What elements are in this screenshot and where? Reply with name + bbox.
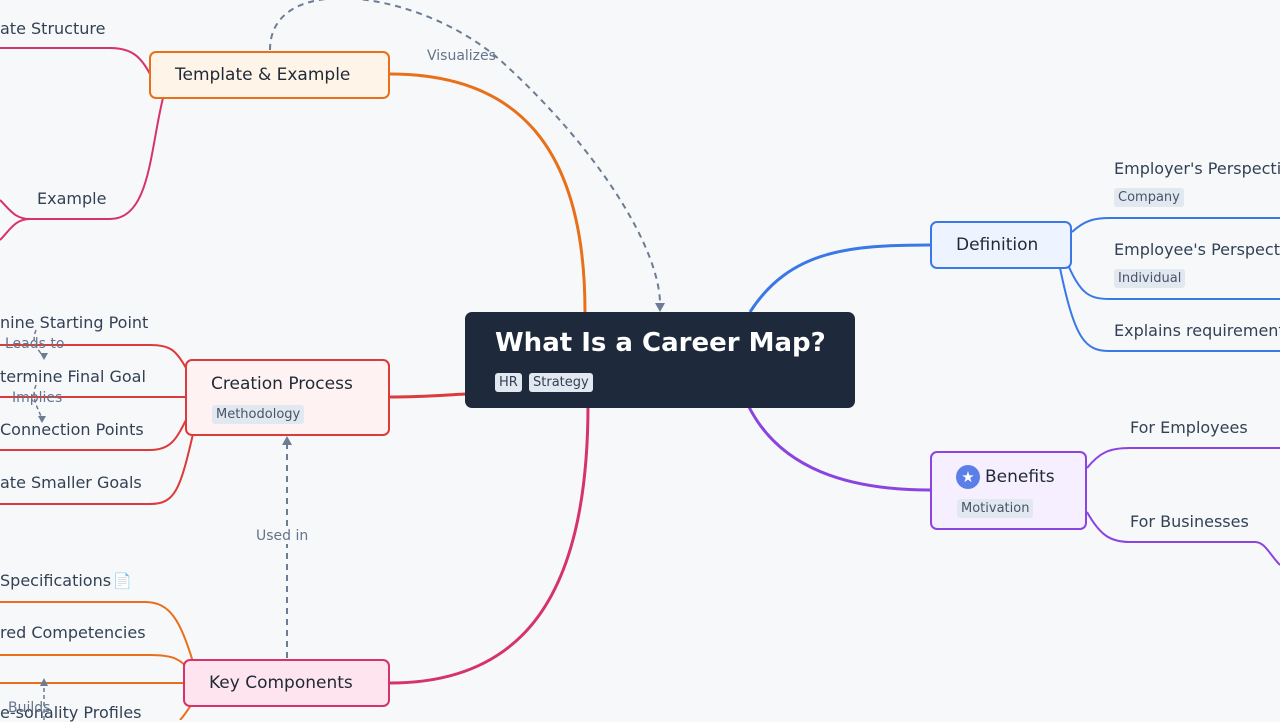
leaf-specifications[interactable]: Specifications📄 [0,571,132,590]
edge-label-used-in: Used in [256,528,309,544]
arrowhead-visualizes [655,303,665,312]
leaf-employer-perspective[interactable]: Employer's Perspecti [1114,159,1280,178]
node-creation-process[interactable]: Creation Process Methodology [185,359,390,436]
tag-motivation: Motivation [957,499,1034,518]
edge-definition-bottom [1059,267,1280,352]
edge-label-implies: Implies [12,390,63,406]
edge-root-definition [748,243,931,313]
tag-hr: HR [495,373,522,392]
edge-creation-start [0,344,187,369]
edge-root-template [389,72,587,313]
leaf-for-employees[interactable]: For Employees [1130,418,1248,437]
leaf-profiles[interactable]: e-sonality Profiles [0,703,142,722]
edge-template-example [0,97,164,241]
edge-creation-smaller [0,433,194,505]
edge-label-builds: Builds [8,700,51,716]
node-key-components[interactable]: Key Components [183,659,390,707]
root-node[interactable]: What Is a Career Map? HR Strategy [465,312,855,408]
arrowhead-implies [38,416,46,423]
node-components-title: Key Components [209,673,353,693]
edge-root-benefits [746,404,931,492]
edge-components-comp [0,654,191,671]
node-template-title: Template & Example [175,65,351,85]
node-definition-title: Definition [956,235,1039,255]
edge-definition-mid [1065,259,1280,300]
edge-label-visualizes: Visualizes [427,48,496,64]
edge-implies [33,384,43,421]
edge-benefits-businesses [1086,511,1280,566]
leaf-employee-perspective[interactable]: Employee's Perspect [1114,240,1280,259]
leaf-competencies[interactable]: red Competencies [0,623,146,642]
edge-definition-top [1071,217,1280,233]
node-definition[interactable]: Definition [930,221,1072,269]
edge-components-specs [0,601,194,663]
edge-benefits-employees [1086,447,1280,469]
star-icon: ★ [956,465,980,489]
leaf-requirements[interactable]: Explains requirement [1114,321,1280,340]
leaf-smaller-goals[interactable]: ate Smaller Goals [0,473,142,492]
document-icon: 📄 [113,572,132,590]
node-benefits-title: Benefits [985,467,1055,487]
root-title: What Is a Career Map? [495,328,826,358]
edge-example-sub [0,199,31,220]
leaf-final-goal[interactable]: termine Final Goal [0,367,146,386]
tag-individual: Individual [1114,269,1186,288]
leaf-for-businesses[interactable]: For Businesses [1130,512,1249,531]
edge-root-components [389,404,590,685]
leaf-connection-points[interactable]: Connection Points [0,420,144,439]
node-creation-title: Creation Process [211,374,353,394]
node-template-example[interactable]: Template & Example [149,51,390,99]
edge-template-structure [0,47,151,75]
leaf-specifications-label: Specifications [0,571,112,590]
edge-label-leads-to: Leads to [5,336,65,352]
node-benefits[interactable]: ★ Benefits Motivation [930,451,1087,530]
leaf-example[interactable]: Example [37,189,107,208]
edge-visualizes [269,0,661,305]
leaf-template-structure[interactable]: ate Structure [0,19,106,38]
arrowhead-leads-to [40,353,48,360]
edge-root-creation [389,392,466,399]
edge-creation-connection [0,419,187,451]
arrowhead-builds [40,678,48,686]
leaf-starting-point[interactable]: nine Starting Point [0,313,149,332]
arrowhead-used-in [282,436,292,445]
tag-company: Company [1114,188,1184,207]
tag-strategy: Strategy [529,373,593,392]
tag-methodology: Methodology [212,405,305,424]
